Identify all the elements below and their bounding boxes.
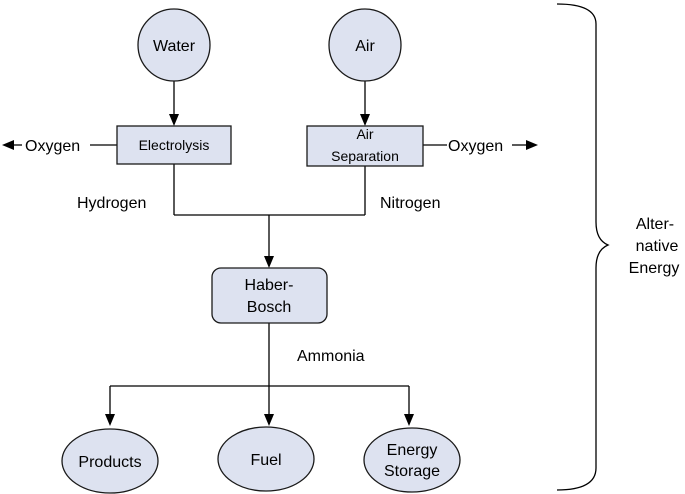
oxygen-right-arrowhead bbox=[526, 140, 538, 150]
water-to-electrolysis-arrowhead bbox=[169, 114, 179, 126]
nitrogen-label: Nitrogen bbox=[380, 195, 440, 212]
energy-storage-node-label-line-1: Energy bbox=[387, 442, 438, 459]
fuel-node-label: Fuel bbox=[250, 452, 281, 469]
alternative-energy-label-line-3: Energy bbox=[629, 260, 680, 277]
air-separation-node-label-line-1: Air bbox=[356, 126, 373, 142]
air-node: Air bbox=[328, 8, 402, 82]
products-node-label: Products bbox=[78, 454, 141, 471]
alternative-energy-label-line-2: native bbox=[636, 238, 679, 255]
air-separation-node-label-line-2: Separation bbox=[331, 148, 399, 164]
water-node: Water bbox=[137, 8, 211, 82]
electrolysis-node-label: Electrolysis bbox=[139, 137, 210, 153]
merge-to-haber-bosch-arrowhead bbox=[264, 256, 274, 268]
products-node: Products bbox=[61, 428, 159, 494]
fuel-node: Fuel bbox=[217, 426, 315, 492]
haber-bosch-node: Haber- Bosch bbox=[211, 267, 328, 324]
haber-bosch-node-label-line-2: Bosch bbox=[247, 299, 291, 316]
ammonia-label: Ammonia bbox=[297, 348, 365, 365]
ammonia-to-products-arrowhead bbox=[105, 414, 115, 426]
hydrogen-label: Hydrogen bbox=[77, 195, 146, 212]
haber-bosch-node-label-line-1: Haber- bbox=[245, 277, 294, 294]
air-node-label: Air bbox=[355, 38, 375, 55]
air-to-separation-arrowhead bbox=[360, 114, 370, 126]
energy-storage-node: Energy Storage bbox=[363, 427, 461, 493]
electrolysis-node: Electrolysis bbox=[116, 125, 232, 165]
ammonia-to-storage-arrowhead bbox=[404, 414, 414, 426]
energy-storage-node-label-line-2: Storage bbox=[384, 463, 440, 480]
alternative-energy-brace bbox=[556, 3, 610, 491]
oxygen-left-label: Oxygen bbox=[25, 138, 80, 155]
oxygen-left-arrowhead bbox=[2, 140, 14, 150]
oxygen-right-label: Oxygen bbox=[448, 138, 503, 155]
alternative-energy-label-line-1: Alter- bbox=[636, 216, 674, 233]
air-separation-node: Air Separation bbox=[306, 125, 424, 167]
water-node-label: Water bbox=[153, 38, 196, 55]
ammonia-to-fuel-arrowhead bbox=[264, 414, 274, 426]
